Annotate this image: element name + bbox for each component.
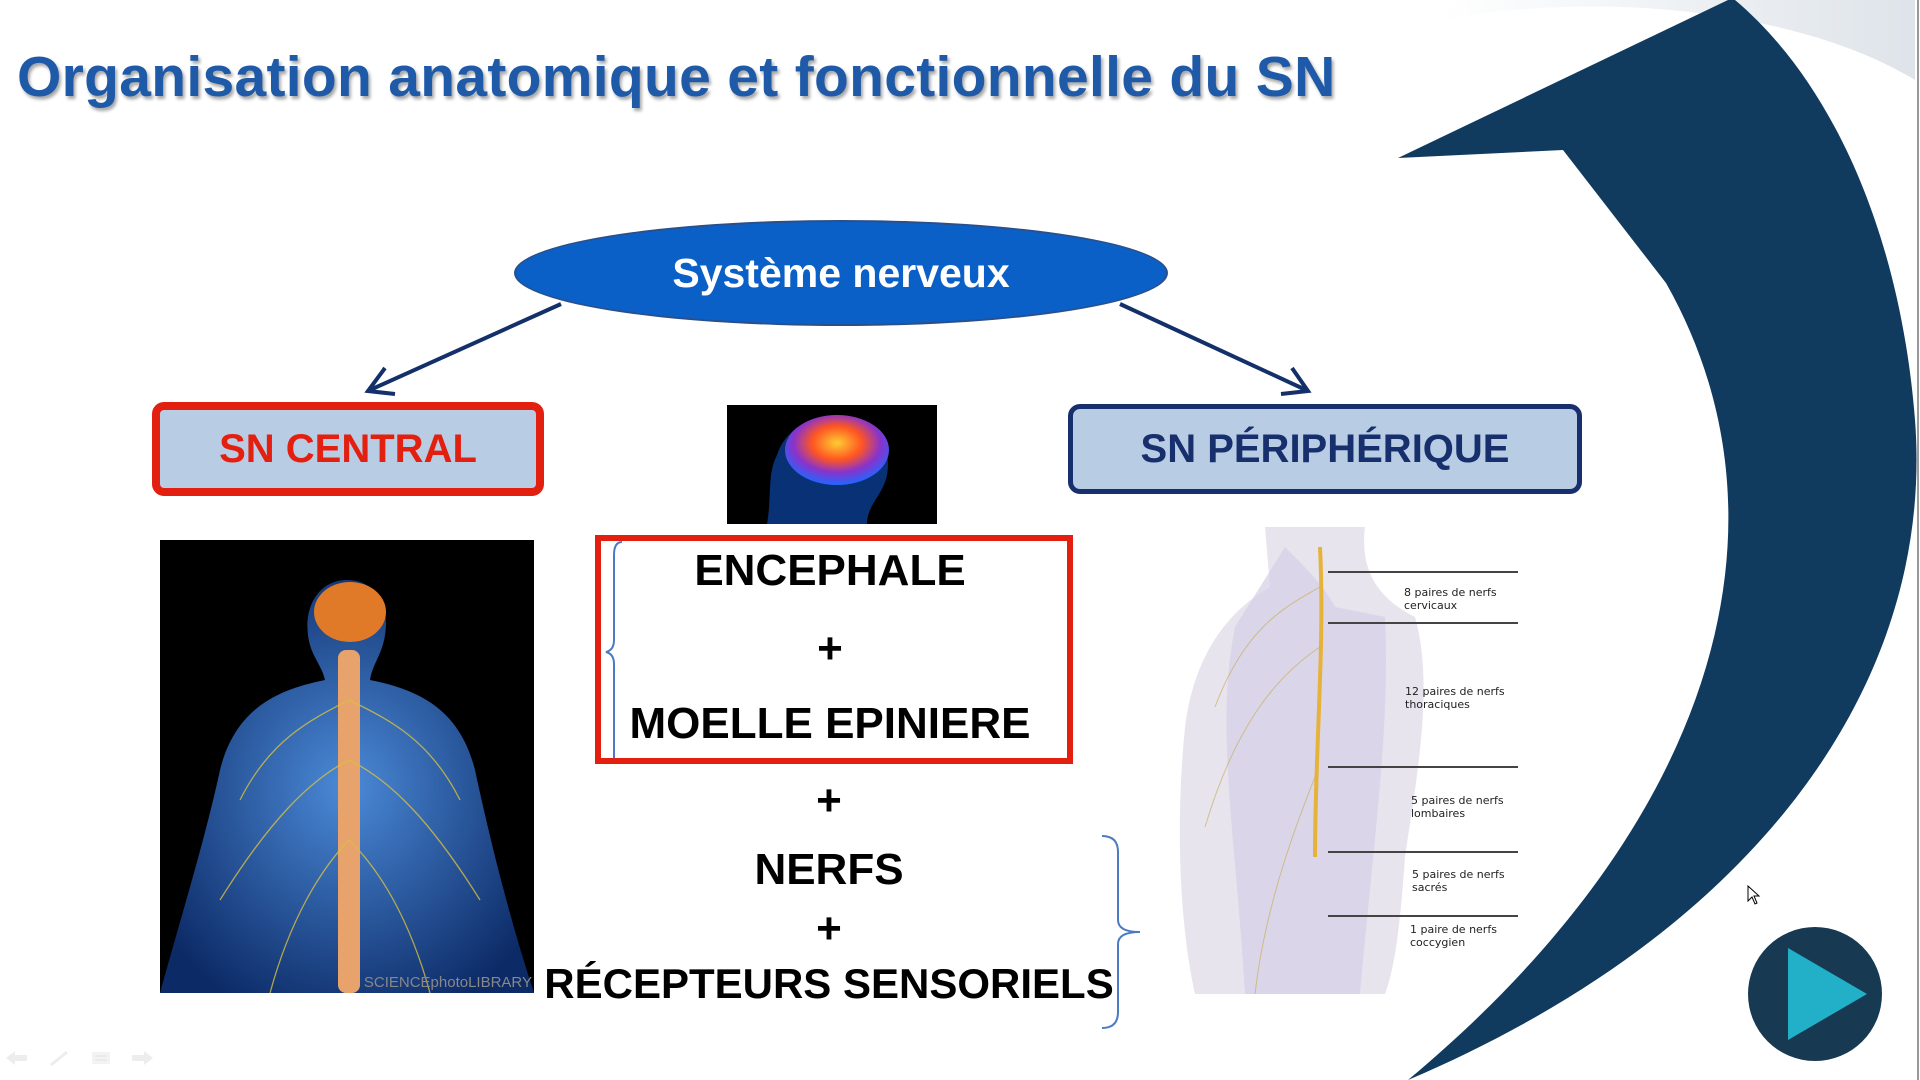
slide-title: Organisation anatomique et fonctionnelle…: [17, 45, 1336, 109]
central-parts-box: [595, 535, 1073, 764]
sn-peripherique-label: SN PÉRIPHÉRIQUE: [1140, 426, 1510, 471]
grey-highlight: [1440, 0, 1915, 80]
central-nervous-system-body-image: SCIENCEphotoLIBRARY: [160, 540, 534, 993]
recepteurs-sensoriels-label: RÉCEPTEURS SENSORIELS: [544, 960, 1114, 1007]
sn-central-box: SN CENTRAL: [152, 402, 544, 496]
plus-sign: +: [817, 624, 843, 673]
play-icon: [1788, 948, 1867, 1040]
slideshow-controls: [6, 1050, 154, 1066]
forward-arrow-icon[interactable]: [132, 1050, 154, 1066]
root-node-label: Système nerveux: [672, 249, 1010, 296]
divider-line: [1328, 851, 1518, 853]
plus-sign: +: [816, 904, 842, 953]
sn-peripherique-box: SN PÉRIPHÉRIQUE: [1068, 404, 1582, 494]
image-watermark: SCIENCEphotoLIBRARY: [363, 974, 532, 991]
swoosh-arrow: [1398, 0, 1917, 1080]
moelle-epiniere-label: MOELLE EPINIERE: [629, 699, 1031, 748]
plus-sign: +: [816, 776, 842, 825]
menu-icon[interactable]: [90, 1050, 112, 1066]
left-brace: [605, 541, 623, 758]
back-arrow-icon[interactable]: [6, 1050, 28, 1066]
arrow-to-central: [364, 302, 562, 396]
nerfs-label: NERFS: [754, 845, 904, 894]
mouse-cursor-icon: [1747, 885, 1761, 905]
brain-head-image: [727, 405, 937, 524]
divider-line: [1328, 766, 1518, 768]
arrow-to-peripheral: [1119, 302, 1312, 396]
root-node-systeme-nerveux: Système nerveux: [514, 220, 1168, 326]
right-brace: [1101, 835, 1141, 1029]
peripheral-nervous-system-spine-image: [1175, 527, 1518, 994]
divider-line: [1328, 571, 1518, 573]
sn-central-label: SN CENTRAL: [219, 426, 477, 471]
pen-icon[interactable]: [48, 1050, 70, 1066]
encephale-label: ENCEPHALE: [694, 546, 966, 595]
divider-line: [1328, 915, 1518, 917]
divider-line: [1328, 622, 1518, 624]
play-button[interactable]: [1747, 926, 1883, 1062]
